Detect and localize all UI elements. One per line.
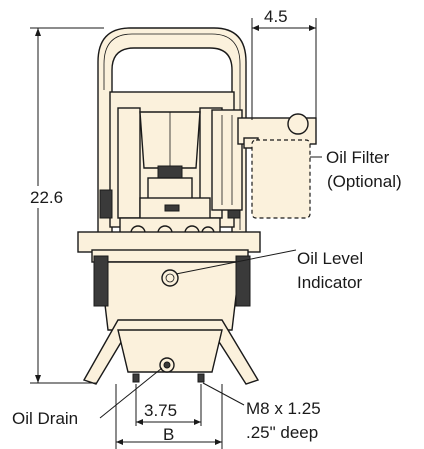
dim-height: 22.6 (28, 27, 104, 384)
dim-width-top: 4.5 (251, 7, 317, 120)
dim-base-width: B (115, 384, 223, 449)
oil-filter (237, 113, 317, 219)
oil-level-leader (175, 249, 297, 275)
dim-hole-spacing: 3.75 (135, 384, 202, 426)
oil-filter-label: Oil Filter (326, 148, 390, 167)
thread-spec-label: M8 x 1.25 (246, 399, 321, 418)
dim-width-top-label: 4.5 (264, 7, 288, 26)
oil-level-indicator (161, 269, 179, 287)
dim-base-width-label: B (163, 425, 174, 444)
oil-level-label: Oil Level (297, 249, 363, 268)
oil-drain-leader (99, 367, 163, 419)
dim-height-label: 22.6 (30, 188, 63, 207)
base-skid (82, 319, 260, 385)
oil-drain-label: Oil Drain (12, 409, 78, 428)
thread-depth-label: .25" deep (246, 423, 318, 442)
reservoir-tank (77, 231, 261, 331)
dim-hole-spacing-label: 3.75 (144, 401, 177, 420)
oil-filter-optional-label: (Optional) (327, 172, 402, 191)
thread-leader (202, 382, 245, 406)
oil-level-indicator-label: Indicator (297, 273, 363, 292)
